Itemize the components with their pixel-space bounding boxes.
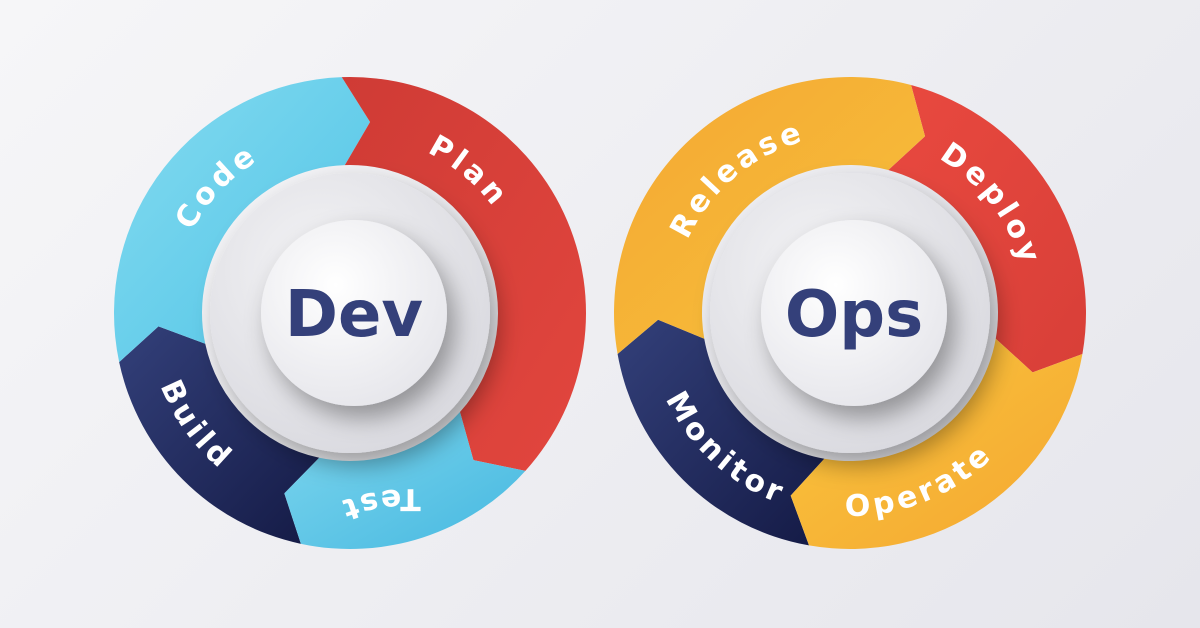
stage-segment-monitor [617, 319, 825, 546]
loop-rings [113, 77, 1086, 549]
stage-segment-operate [790, 338, 1083, 549]
center-label-dev: Dev [285, 278, 423, 352]
stage-segment-code [113, 77, 371, 363]
center-label-ops: Ops [785, 278, 923, 352]
loop-centers: Dev Ops [210, 173, 990, 453]
stage-segment-build [119, 326, 320, 544]
center-inner-circle [761, 220, 947, 406]
stage-segment-release [614, 77, 926, 354]
center-inner-circle [261, 220, 447, 406]
stage-segment-plan [341, 77, 586, 471]
stage-segment-deploy [888, 85, 1086, 373]
stage-segment-test [284, 412, 526, 549]
